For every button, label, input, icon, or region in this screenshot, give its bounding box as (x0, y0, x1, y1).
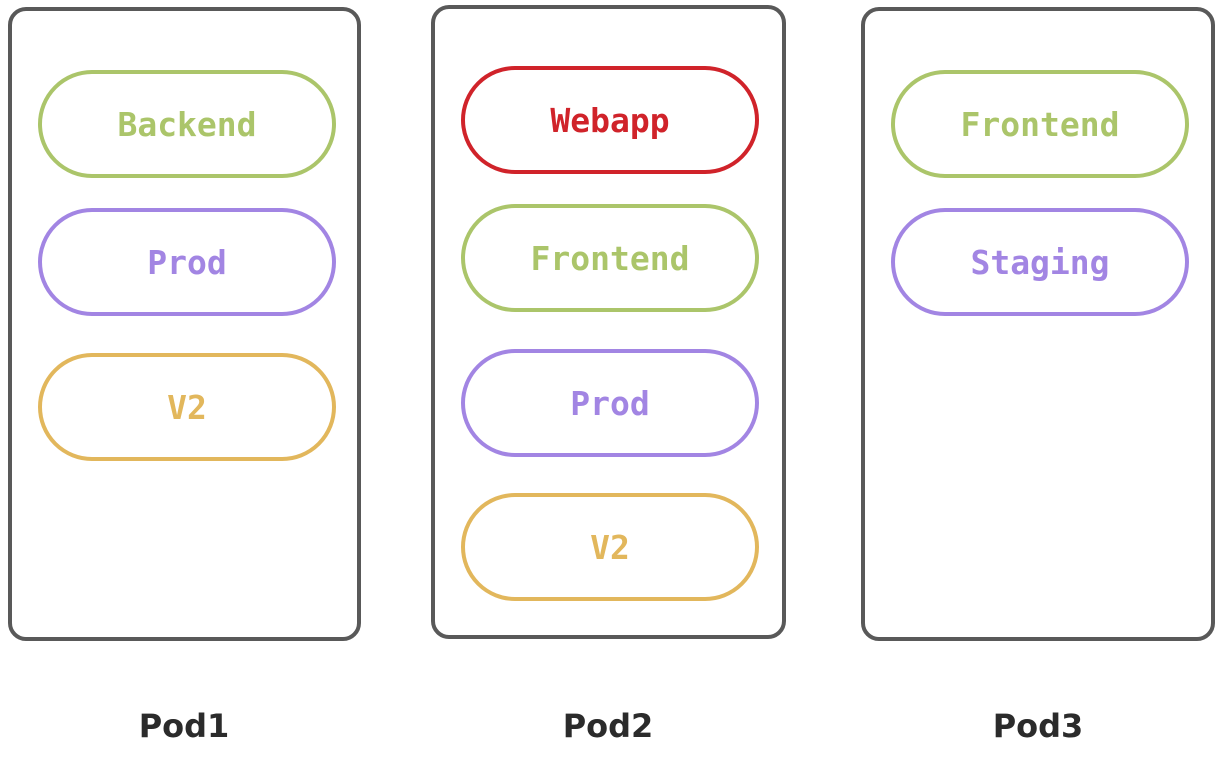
pod-3-name: Pod3 (992, 707, 1084, 745)
pod-2-label-v2: V2 (461, 493, 759, 601)
pod-2-name: Pod2 (562, 707, 654, 745)
pod-3-label-frontend: Frontend (891, 70, 1189, 178)
pod-3-label-staging: Staging (891, 208, 1189, 316)
pod-2-label-webapp: Webapp (461, 66, 759, 174)
pod-1-name: Pod1 (138, 707, 230, 745)
pod-1-label-v2: V2 (38, 353, 336, 461)
pod-1-label-backend: Backend (38, 70, 336, 178)
pod-1-label-prod: Prod (38, 208, 336, 316)
pod-2-label-prod: Prod (461, 349, 759, 457)
pod-2-label-frontend: Frontend (461, 204, 759, 312)
